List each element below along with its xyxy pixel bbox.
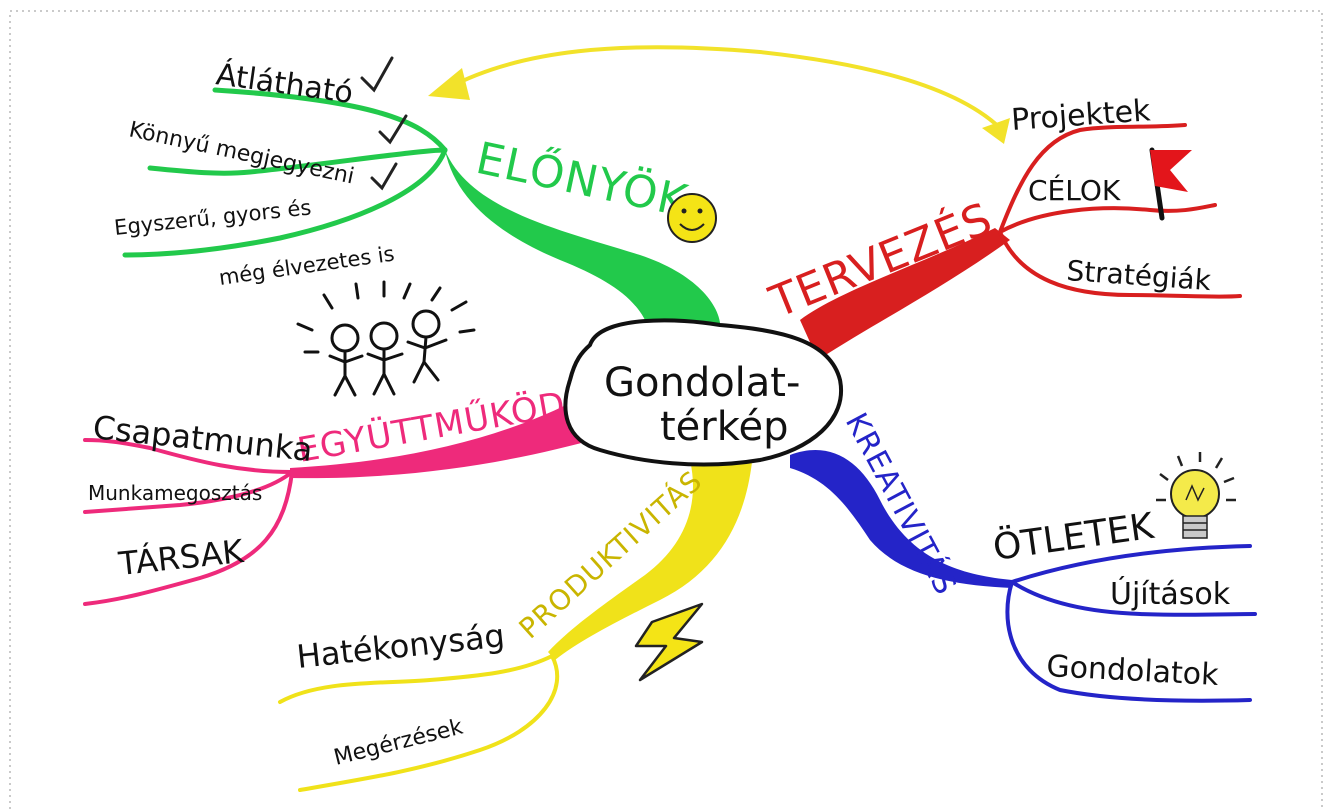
central-topic-cloud (563, 318, 844, 467)
branch-elonyok-line-3 (122, 147, 448, 258)
branch-tervezes-line-2 (998, 203, 1217, 234)
stick-figures-icon (296, 280, 476, 397)
produktivitas-item-hatekonysag: Hatékonyság (295, 616, 507, 676)
branch-produktivitas-trunk (548, 460, 752, 660)
branch-kreativitas-trunk (790, 450, 1012, 588)
branch-tervezes-line-1 (998, 123, 1187, 234)
branch-produktivitas-line-1 (278, 654, 554, 704)
elonyok-item-egyszeru: Egyszerű, gyors és (113, 195, 312, 240)
branch-egyuttmukodes-line-1 (83, 438, 294, 474)
central-topic-line-2: térkép (660, 404, 788, 450)
kreativitas-item-otletek: ÖTLETEK (990, 505, 1157, 569)
central-topic-line-1: Gondolat- (604, 360, 800, 406)
branch-kreativitas: KREATIVITÁS ÖTLETEK Újítások Gondolatok (790, 407, 1257, 703)
branch-produktivitas: PRODUKTIVITÁS Hatékonyság Megérzések (278, 460, 752, 792)
central-topic: Gondolat- térkép (563, 318, 844, 467)
branch-elonyok-trunk (445, 150, 721, 335)
branch-elonyok-line-1 (212, 87, 448, 153)
flag-icon (1149, 147, 1192, 221)
branch-produktivitas-line-2 (298, 654, 560, 792)
branch-kreativitas-line-2 (1010, 580, 1257, 617)
elonyok-item-elvezetes: még élvezetes is (217, 242, 396, 290)
elonyok-item-atlathato: Átlátható (214, 56, 355, 111)
frame-border (9, 10, 1323, 811)
branch-elonyok-line-2 (147, 147, 448, 176)
branch-kreativitas-line-1 (1010, 544, 1252, 584)
lightning-icon (634, 602, 704, 682)
kreativitas-item-gondolatok: Gondolatok (1046, 649, 1220, 693)
branch-elonyok: ELŐNYÖK Átlátható Könnyű megjegyezni Egy… (113, 56, 721, 335)
egyuttmukodes-item-munkamegosztas: Munkamegosztás (88, 481, 262, 505)
checkmark-icon (370, 162, 398, 191)
branch-egyuttmukodes-line-2 (83, 470, 294, 514)
checkmark-icon (360, 56, 394, 93)
arrow-icon (428, 45, 1010, 144)
branch-egyuttmukodes-line-3 (83, 470, 294, 606)
tervezes-item-celok: CÉLOK (1028, 173, 1121, 207)
tervezes-item-projektek: Projektek (1010, 93, 1152, 138)
lightbulb-icon (1156, 452, 1236, 539)
elonyok-item-konnyu: Könnyű megjegyezni (127, 117, 357, 189)
branch-egyuttmukodes: EGYÜTTMŰKÖDÉS Csapatmunka Munkamegosztás… (83, 280, 613, 606)
branch-kreativitas-line-3 (1005, 580, 1252, 703)
egyuttmukodes-item-tarsak: TÁRSAK (116, 532, 246, 583)
smiley-icon (667, 193, 717, 243)
checkmark-icon (378, 114, 408, 145)
kreativitas-item-ujitasok: Újítások (1110, 575, 1231, 612)
branch-tervezes-line-3 (998, 230, 1242, 299)
branch-tervezes-trunk (800, 228, 1010, 360)
